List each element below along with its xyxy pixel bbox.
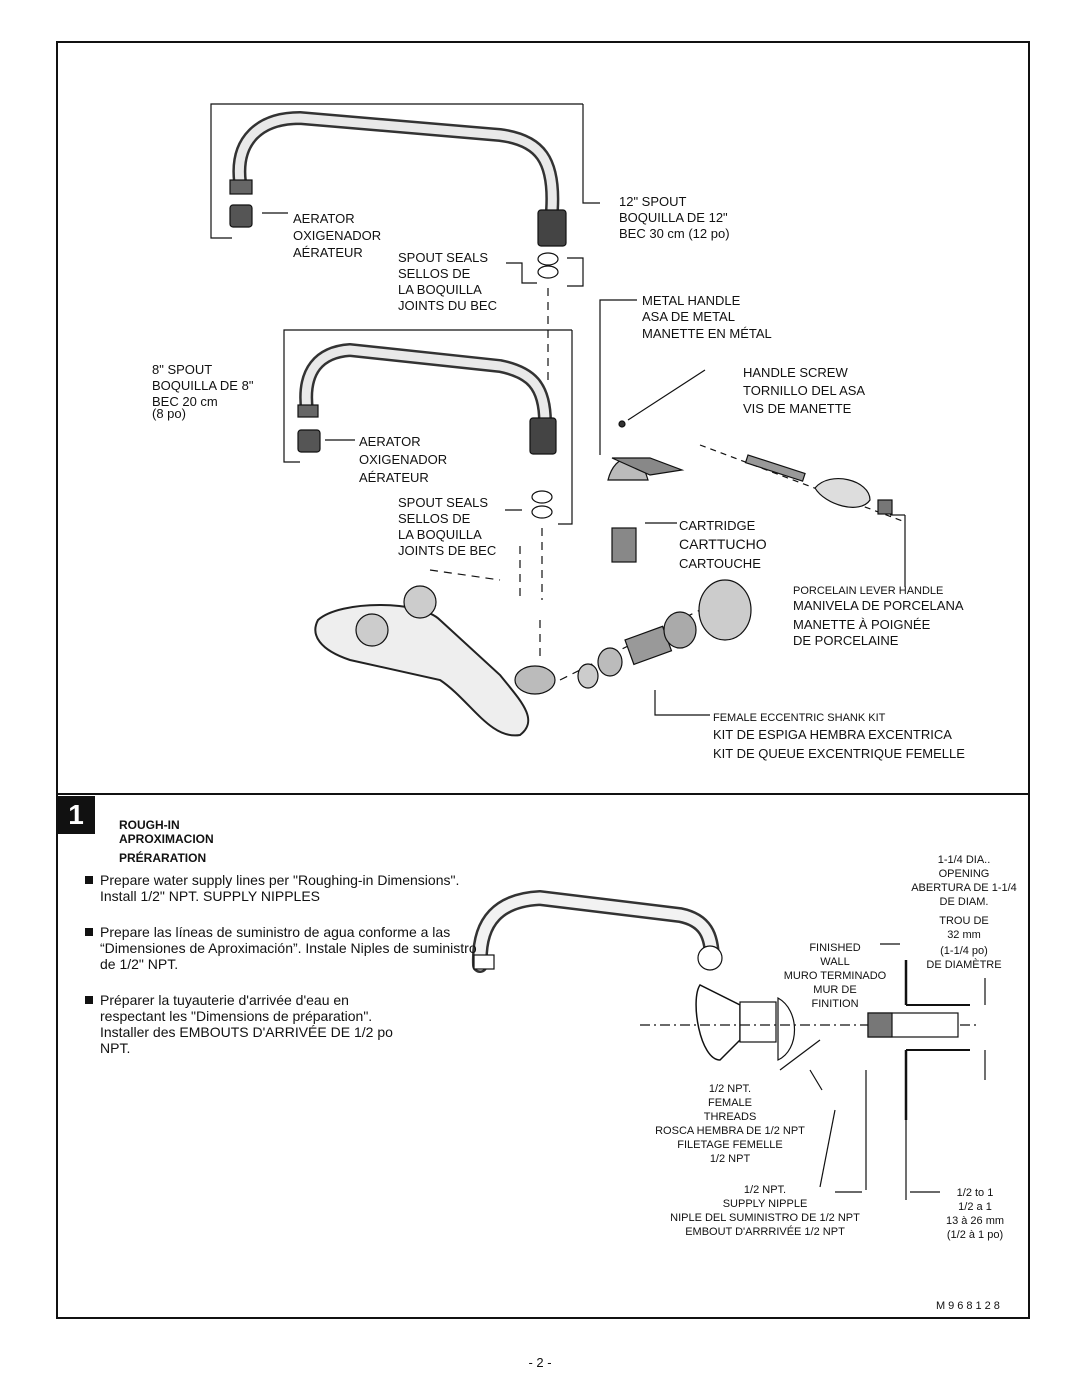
spout-8-label: 8" SPOUT BOQUILLA DE 8" BEC 20 cm (8 po) — [152, 362, 254, 421]
handle-screw-label: HANDLE SCREW TORNILLO DEL ASA VIS DE MAN… — [743, 365, 866, 416]
step-title: ROUGH-IN APROXIMACION PRÉRARATION — [119, 818, 214, 865]
supply-nipple-label: 1/2 NPT. SUPPLY NIPPLE NIPLE DEL SUMINIS… — [670, 1184, 860, 1238]
instruction-french: Préparer la tuyauterie d'arrivée d'eau e… — [85, 992, 485, 1056]
female-threads-label: 1/2 NPT. FEMALE THREADS ROSCA HEMBRA DE … — [655, 1083, 805, 1165]
aerator-bottom-label: AERATOR OXIGENADOR AÉRATEUR — [359, 434, 448, 485]
porcelain-handle-label: PORCELAIN LEVER HANDLE MANIVELA DE PORCE… — [793, 585, 964, 648]
instruction-english: Prepare water supply lines per "Roughing… — [85, 872, 485, 904]
instruction-spanish: Prepare las líneas de suministro de agua… — [85, 924, 485, 972]
shank-kit-label: FEMALE ECCENTRIC SHANK KIT KIT DE ESPIGA… — [713, 712, 965, 761]
bullet-square-icon — [85, 996, 93, 1004]
spout-seals-bottom-label: SPOUT SEALS SELLOS DE LA BOQUILLA JOINTS… — [398, 495, 497, 558]
model-number: M968128 — [936, 1300, 1003, 1312]
page-number: - 2 - — [528, 1355, 552, 1370]
metal-handle-label: METAL HANDLE ASA DE METAL MANETTE EN MÉT… — [642, 293, 772, 341]
aerator-top-label: AERATOR OXIGENADOR AÉRATEUR — [293, 211, 382, 260]
spout-seals-top-label: SPOUT SEALS SELLOS DE LA BOQUILLA JOINTS… — [398, 250, 497, 313]
dimension-label: 1/2 to 1 1/2 a 1 13 à 26 mm (1/2 à 1 po) — [945, 1187, 1005, 1241]
spout-12-label: 12" SPOUT BOQUILLA DE 12" BEC 30 cm (12 … — [619, 194, 730, 241]
step-number-badge: 1 — [57, 796, 95, 834]
instruction-list: Prepare water supply lines per "Roughing… — [85, 872, 485, 1076]
page-frame — [56, 41, 1030, 1319]
opening-label: 1-1/4 DIA.. OPENING ABERTURA DE 1-1/4 DE… — [911, 854, 1017, 971]
bullet-square-icon — [85, 928, 93, 936]
bullet-square-icon — [85, 876, 93, 884]
finished-wall-label: FINISHED WALL MURO TERMINADO MUR DE FINI… — [783, 942, 887, 1010]
section-divider — [56, 793, 1030, 795]
cartridge-label: CARTRIDGE CARTTUCHO CARTOUCHE — [679, 518, 767, 571]
